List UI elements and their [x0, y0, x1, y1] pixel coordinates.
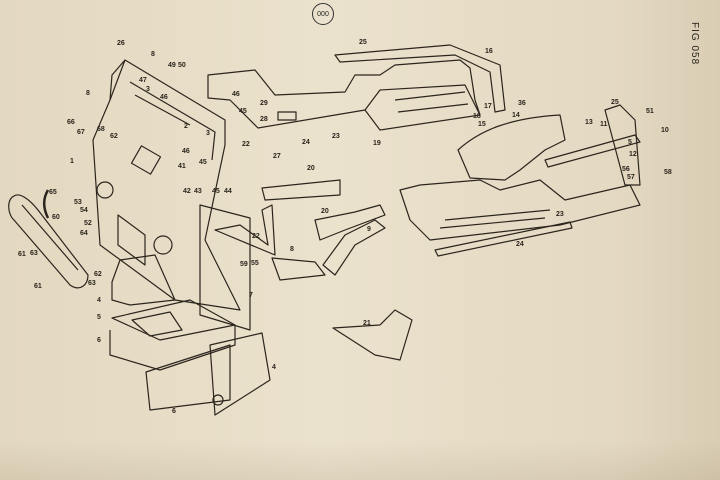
part-label: 63: [30, 250, 38, 257]
part-label: 19: [373, 140, 381, 147]
part-label: 64: [80, 230, 88, 237]
part-label: 29: [260, 100, 268, 107]
part-label: 49: [168, 62, 176, 69]
part-label: 20: [307, 165, 315, 172]
part-label: 68: [97, 126, 105, 133]
part-label: 17: [484, 103, 492, 110]
part-label: 23: [332, 133, 340, 140]
part-label: 22: [252, 233, 260, 240]
part-label: 63: [88, 280, 96, 287]
part-label: 58: [664, 169, 672, 176]
part-label: 8: [290, 246, 294, 253]
part-label: 3: [206, 130, 210, 137]
part-label: 45: [212, 188, 220, 195]
part-label: 25: [359, 39, 367, 46]
part-label: 60: [52, 214, 60, 221]
small-parts-drawing: [214, 179, 413, 361]
part-label: 7: [249, 292, 253, 299]
part-label: 47: [139, 77, 147, 84]
part-label: 50: [178, 62, 186, 69]
part-label: 24: [516, 241, 524, 248]
part-label: 28: [260, 116, 268, 123]
figure-number: 000: [317, 10, 329, 18]
part-label: 4: [272, 364, 276, 371]
part-label: 57: [627, 174, 635, 181]
part-label: 27: [273, 153, 281, 160]
part-label: 52: [84, 220, 92, 227]
part-label: 62: [110, 133, 118, 140]
part-label: 45: [199, 159, 207, 166]
part-label: 61: [18, 251, 26, 258]
part-label: 42: [183, 188, 191, 195]
rear-right-panel-drawing: [399, 104, 641, 257]
part-label: 6: [97, 337, 101, 344]
part-label: 8: [151, 51, 155, 58]
part-label: 20: [321, 208, 329, 215]
part-label: 4: [97, 297, 101, 304]
part-label: 1: [70, 158, 74, 165]
part-label: 65: [49, 189, 57, 196]
part-label: 61: [34, 283, 42, 290]
part-label: 14: [512, 112, 520, 119]
part-label: 3: [146, 86, 150, 93]
part-label: 16: [485, 48, 493, 55]
part-label: 8: [86, 90, 90, 97]
part-label: 10: [661, 127, 669, 134]
part-label: 15: [478, 121, 486, 128]
figure-number-badge: 000: [312, 3, 334, 25]
part-label: 46: [182, 148, 190, 155]
part-label: 66: [67, 119, 75, 126]
part-label: 44: [224, 188, 232, 195]
part-label: 56: [622, 166, 630, 173]
part-label: 45: [239, 108, 247, 115]
part-label: 41: [178, 163, 186, 170]
part-label: 54: [80, 207, 88, 214]
part-label: 67: [77, 129, 85, 136]
part-label: 12: [629, 151, 637, 158]
part-label: 23: [556, 211, 564, 218]
part-label: 2: [184, 123, 188, 130]
front-guard-drawing: [8, 189, 89, 289]
part-label: 46: [232, 91, 240, 98]
part-label: 22: [242, 141, 250, 148]
part-label: 51: [646, 108, 654, 115]
part-label: 24: [302, 139, 310, 146]
rear-side-panels-drawing: [207, 44, 506, 131]
part-label: 26: [117, 40, 125, 47]
figure-label: FIG 058: [689, 22, 700, 66]
part-label: 9: [367, 226, 371, 233]
floor-panels-drawing: [109, 204, 271, 416]
part-label: 46: [160, 94, 168, 101]
part-label: 25: [611, 99, 619, 106]
part-label: 59: [240, 261, 248, 268]
part-label: 53: [74, 199, 82, 206]
part-label: 55: [251, 260, 259, 267]
part-label: 5: [97, 314, 101, 321]
part-label: 21: [363, 320, 371, 327]
part-label: 13: [585, 119, 593, 126]
part-label: 11: [600, 121, 608, 128]
part-label: 43: [194, 188, 202, 195]
part-label: 62: [94, 271, 102, 278]
part-label: 18: [473, 113, 481, 120]
part-label: 5: [628, 139, 632, 146]
front-panel-drawing: [92, 59, 241, 311]
part-label: 6: [172, 408, 176, 415]
part-label: 36: [518, 100, 526, 107]
